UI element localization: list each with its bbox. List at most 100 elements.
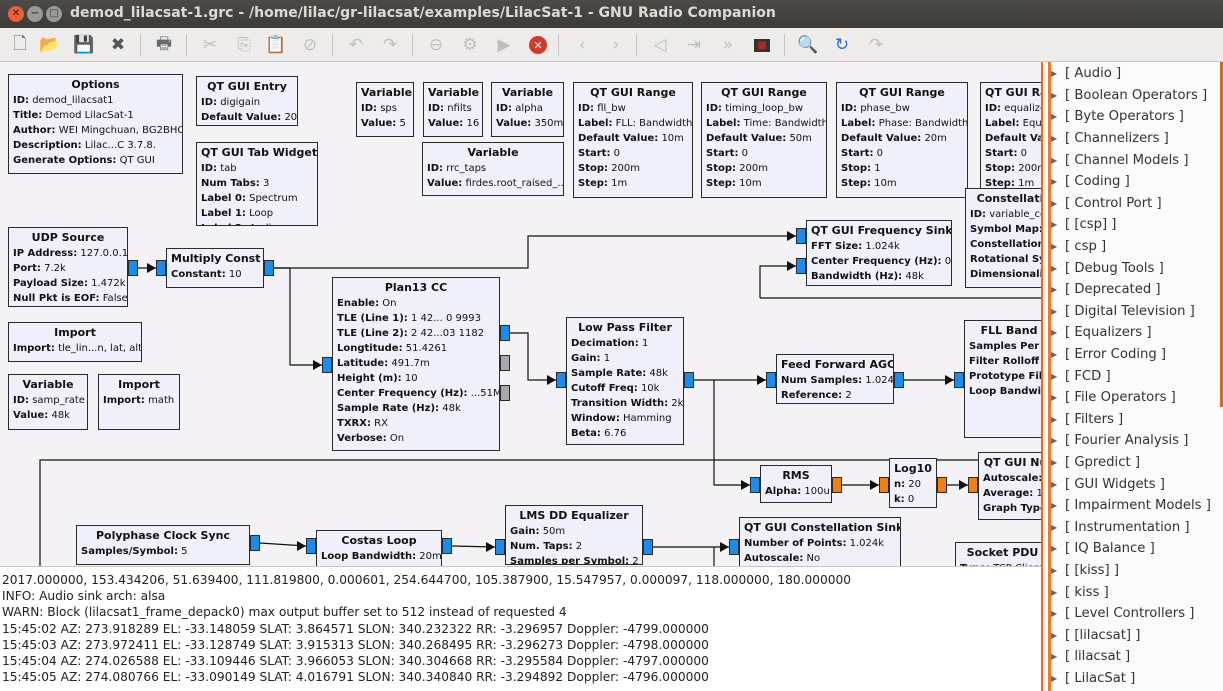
expander-arrow-icon[interactable]: ▶ [1051,501,1058,511]
expander-arrow-icon[interactable]: ▶ [1051,155,1058,165]
wire-b[interactable] [274,267,322,366]
port-plan13-out2[interactable] [500,385,510,401]
library-category[interactable]: ▶[ kiss ] [1051,581,1109,603]
port-rms-out[interactable] [832,477,842,493]
wire-h[interactable] [713,380,750,486]
expander-arrow-icon[interactable]: ▶ [1051,134,1058,144]
execute-button[interactable]: ▶ [492,33,516,57]
error-button[interactable]: ■ [750,33,774,57]
rotate-ccw-button[interactable]: ‹ [570,33,594,57]
new-button[interactable]: 🗋 [8,33,32,57]
port-plan13-out1[interactable] [500,355,510,371]
library-category[interactable]: ▶[ Fourier Analysis ] [1051,430,1188,452]
undo-button[interactable]: ↶ [344,33,368,57]
library-category[interactable]: ▶[ [lilacsat] ] [1051,625,1140,647]
port-plan13-in[interactable] [322,357,332,373]
library-scrollbar[interactable] [1220,62,1223,407]
port-rms-in[interactable] [750,477,760,493]
enable-button[interactable]: ◁ [648,33,672,57]
close-button[interactable]: ✖ [106,33,130,57]
expander-arrow-icon[interactable]: ▶ [1051,177,1058,187]
block-socket-pdu[interactable]: Socket PDUType: TCP Client [955,542,1041,566]
expander-arrow-icon[interactable]: ▶ [1051,371,1058,381]
expander-arrow-icon[interactable]: ▶ [1051,479,1058,489]
expander-arrow-icon[interactable]: ▶ [1051,242,1058,252]
port-agc-out[interactable] [894,372,904,388]
window-minimize-button[interactable]: − [27,6,43,22]
port-lms-out[interactable] [643,539,653,555]
library-category[interactable]: ▶[ Error Coding ] [1051,344,1166,366]
expander-arrow-icon[interactable]: ▶ [1051,609,1058,619]
expander-arrow-icon[interactable]: ▶ [1051,263,1058,273]
expander-arrow-icon[interactable]: ▶ [1051,674,1058,684]
library-category[interactable]: ▶[ FCD ] [1051,365,1111,387]
print-button[interactable]: 🖶 [152,33,176,57]
expander-arrow-icon[interactable]: ▶ [1051,328,1058,338]
expander-arrow-icon[interactable]: ▶ [1051,587,1058,597]
library-category[interactable]: ▶[ Channelizers ] [1051,128,1169,150]
library-category[interactable]: ▶[ lilacsat ] [1051,646,1130,668]
port-lms-in[interactable] [495,539,505,555]
expander-arrow-icon[interactable]: ▶ [1051,69,1058,79]
port-csink-in[interactable] [729,539,739,555]
library-category[interactable]: ▶[ Impairment Models ] [1051,495,1211,517]
expander-arrow-icon[interactable]: ▶ [1051,458,1058,468]
bypass-button[interactable]: » [716,33,740,57]
disable-block-button[interactable]: ⇥ [682,33,706,57]
expander-arrow-icon[interactable]: ▶ [1051,414,1058,424]
library-category[interactable]: ▶[ Digital Television ] [1051,301,1195,323]
library-category[interactable]: ▶[ IQ Balance ] [1051,538,1155,560]
library-category[interactable]: ▶[ Byte Operators ] [1051,106,1184,128]
reload-button[interactable]: ↻ [830,33,854,57]
expander-arrow-icon[interactable]: ▶ [1051,285,1058,295]
expander-arrow-icon[interactable]: ▶ [1051,566,1058,576]
port-mul-out[interactable] [264,260,274,276]
expander-arrow-icon[interactable]: ▶ [1051,306,1058,316]
window-maximize-button[interactable]: □ [46,6,62,22]
expander-arrow-icon[interactable]: ▶ [1051,90,1058,100]
wire-k[interactable] [39,459,1043,566]
save-button[interactable]: 💾 [72,33,96,57]
library-category[interactable]: ▶[ [csp] ] [1051,214,1116,236]
disable-button[interactable]: ⊖ [424,33,448,57]
port-costas-out[interactable] [442,538,452,554]
library-category[interactable]: ▶[ Channel Models ] [1051,149,1188,171]
open-button[interactable]: 📂 [38,33,62,57]
port-fsink-in0[interactable] [796,228,806,244]
expander-arrow-icon[interactable]: ▶ [1051,112,1058,122]
find-button[interactable]: 🔍 [796,33,820,57]
expander-arrow-icon[interactable]: ▶ [1051,652,1058,662]
port-udp-out[interactable] [128,260,138,276]
library-category[interactable]: ▶[ csp ] [1051,236,1106,258]
library-category[interactable]: ▶[ Coding ] [1051,171,1130,193]
pane-divider[interactable] [1048,62,1051,691]
expander-arrow-icon[interactable]: ▶ [1051,436,1058,446]
library-category[interactable]: ▶[ Deprecated ] [1051,279,1161,301]
library-category[interactable]: ▶[ Gpredict ] [1051,452,1140,474]
rotate-cw-button[interactable]: › [604,33,628,57]
port-fll-in[interactable] [954,372,964,388]
library-category[interactable]: ▶[ Instrumentation ] [1051,517,1190,539]
expander-arrow-icon[interactable]: ▶ [1051,220,1058,230]
port-lpf-out[interactable] [684,372,694,388]
library-category[interactable]: ▶[ Equalizers ] [1051,322,1151,344]
redo-button[interactable]: ↷ [378,33,402,57]
